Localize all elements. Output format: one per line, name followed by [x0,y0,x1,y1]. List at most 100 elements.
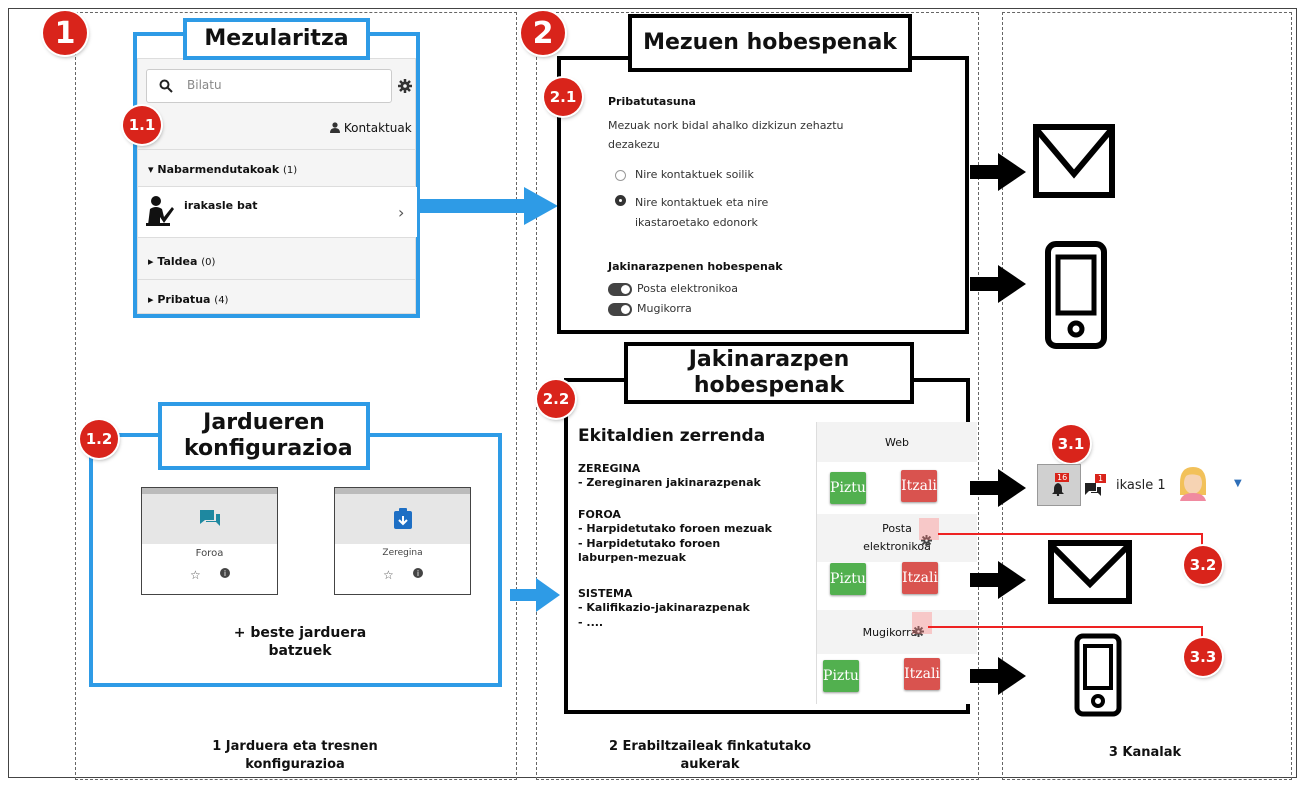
sec-system-item: - .... [578,615,604,629]
star-icon[interactable]: ☆ [190,568,201,582]
private-section[interactable]: ▸ Pribatua (4) [148,293,228,306]
activities-title: Jardueren konfigurazioa [158,402,370,470]
starred-section[interactable]: ▾ Nabarmendutakoak (1) [148,163,297,176]
black-arrow-right [970,657,1026,695]
highlight-email-gear [919,518,939,540]
info-icon[interactable]: i [413,568,423,578]
phone-icon [1074,633,1122,717]
msg-prefs-title: Mezuen hobespenak [628,14,912,72]
sec-system-title: SISTEMA [578,587,633,600]
search-input[interactable]: Bilatu [187,78,222,92]
email-header-text: Posta elektronikoa [863,522,931,553]
search-box[interactable]: Bilatu [146,69,392,103]
search-icon [159,79,173,93]
black-arrow-right [970,153,1026,191]
user-avatar[interactable] [1176,465,1210,501]
starred-label: Nabarmendutakoak [157,163,280,176]
email-on-button[interactable]: Piztu [830,563,866,595]
activities-title-text: Jardueren konfigurazioa [184,409,353,461]
forum-icon [199,510,220,526]
user-name[interactable]: ikasle 1 [1116,478,1166,493]
radio-contacts-only[interactable] [615,170,626,181]
email-toggle[interactable] [608,283,632,296]
messaging-panel: Bilatu Kontaktuak ▾ Nabarmendutakoak (1)… [137,58,417,314]
teacher-avatar-icon [146,196,174,226]
star-icon[interactable]: ☆ [383,568,394,582]
more-activities: + beste jarduera batzuek [233,625,367,660]
column-3 [1002,12,1292,780]
black-arrow-right [970,561,1026,599]
badge-3-1: 3.1 [1052,425,1090,463]
opt1-label: Nire kontaktuek soilik [635,168,754,181]
caret-right-icon: ▸ [148,293,154,306]
messaging-title: Mezularitza [183,18,370,60]
event-list-title: Ekitaldien zerrenda [578,426,766,446]
mobile-on-button[interactable]: Piztu [823,660,859,692]
sec-system: SISTEMA - Kalifikazio-jakinarazpenak - .… [578,587,750,630]
badge-2: 2 [521,11,565,55]
notif-prefs-title: Jakinarazpen hobespenak [624,342,914,404]
notif-prefs-title-text: Jakinarazpen hobespenak [688,346,850,398]
privacy-desc: Mezuak nork bidal ahalko dizkizun zehazt… [608,119,844,152]
sec-forum-title: FOROA [578,508,621,521]
envelope-icon [1033,124,1115,198]
envelope-icon [1048,540,1132,604]
sec-assign-title: ZEREGINA [578,462,641,475]
mobile-off-button[interactable]: Itzali [904,658,940,690]
phone-icon [1045,241,1107,349]
badge-3-3: 3.3 [1184,638,1222,676]
forum-card[interactable]: Foroa ☆ i [141,487,278,595]
assignment-icon [393,508,412,529]
mobile-header-text: Mugikorra [862,625,918,639]
sec-forum: FOROA - Harpidetutako foroen mezuak - Ha… [578,508,778,565]
assignment-label: Zeregina [382,548,423,558]
caption-column-2: 2 Erabiltzaileak finkatutako aukerak [605,738,815,773]
column-1 [75,12,517,780]
gear-icon[interactable] [398,79,412,93]
gear-icon[interactable] [921,535,932,546]
sec-assign-item: - Zereginaren jakinarazpenak [578,476,761,490]
email-off-button[interactable]: Itzali [902,562,938,594]
opt2-label: Nire kontaktuek eta nire ikastaroetako e… [635,196,769,229]
caret-right-icon: ▸ [148,255,154,268]
forum-label: Foroa [195,548,224,559]
user-icon [330,122,340,133]
radio-contacts-and-courses[interactable] [615,195,626,206]
badge-1: 1 [43,11,87,55]
chat-bubble-icon[interactable] [1084,482,1102,498]
caret-down-icon: ▾ [148,163,154,176]
contact-row[interactable]: irakasle bat › [138,187,417,237]
mobile-toggle[interactable] [608,303,632,316]
starred-count: (1) [283,165,298,176]
assignment-card[interactable]: Zeregina ☆ i [334,487,471,595]
bell-icon [1052,483,1064,496]
badge-2-1: 2.1 [544,78,582,116]
sec-system-item: - Kalifikazio-jakinarazpenak [578,601,750,615]
contact-name: irakasle bat [184,199,258,212]
blue-arrow-right-2 [510,578,560,612]
highlight-mobile-gear [912,612,932,634]
outer-frame [8,8,1297,778]
sec-assign: ZEREGINA - Zereginaren jakinarazpenak [578,462,761,491]
notif-heading: Jakinarazpenen hobespenak [608,260,783,273]
caption-column-1-text: 1 Jarduera eta tresnen konfigurazioa [212,739,378,772]
contacts-link[interactable]: Kontaktuak [330,121,412,135]
web-on-button[interactable]: Piztu [830,472,866,504]
message-count: 1 [1095,474,1107,483]
sec-forum-item: - Harpidetutako foroen mezuak [578,522,772,536]
caption-column-1: 1 Jarduera eta tresnen konfigurazioa [190,738,400,773]
notification-count: 16 [1055,473,1070,482]
info-icon[interactable]: i [220,568,230,578]
chevron-right-icon: › [398,203,405,222]
caption-column-3: 3 Kanalak [1108,745,1182,760]
notification-bell-button[interactable]: 16 [1037,464,1081,506]
privacy-heading: Pribatutasuna [608,95,696,108]
black-arrow-right [970,265,1026,303]
gear-icon[interactable] [913,626,924,637]
group-label: Taldea [157,255,198,268]
group-count: (0) [201,257,216,268]
group-section[interactable]: ▸ Taldea (0) [148,255,215,268]
caret-down-icon[interactable]: ▼ [1234,478,1242,489]
email-label: Posta elektronikoa [637,282,739,295]
web-off-button[interactable]: Itzali [901,470,937,502]
